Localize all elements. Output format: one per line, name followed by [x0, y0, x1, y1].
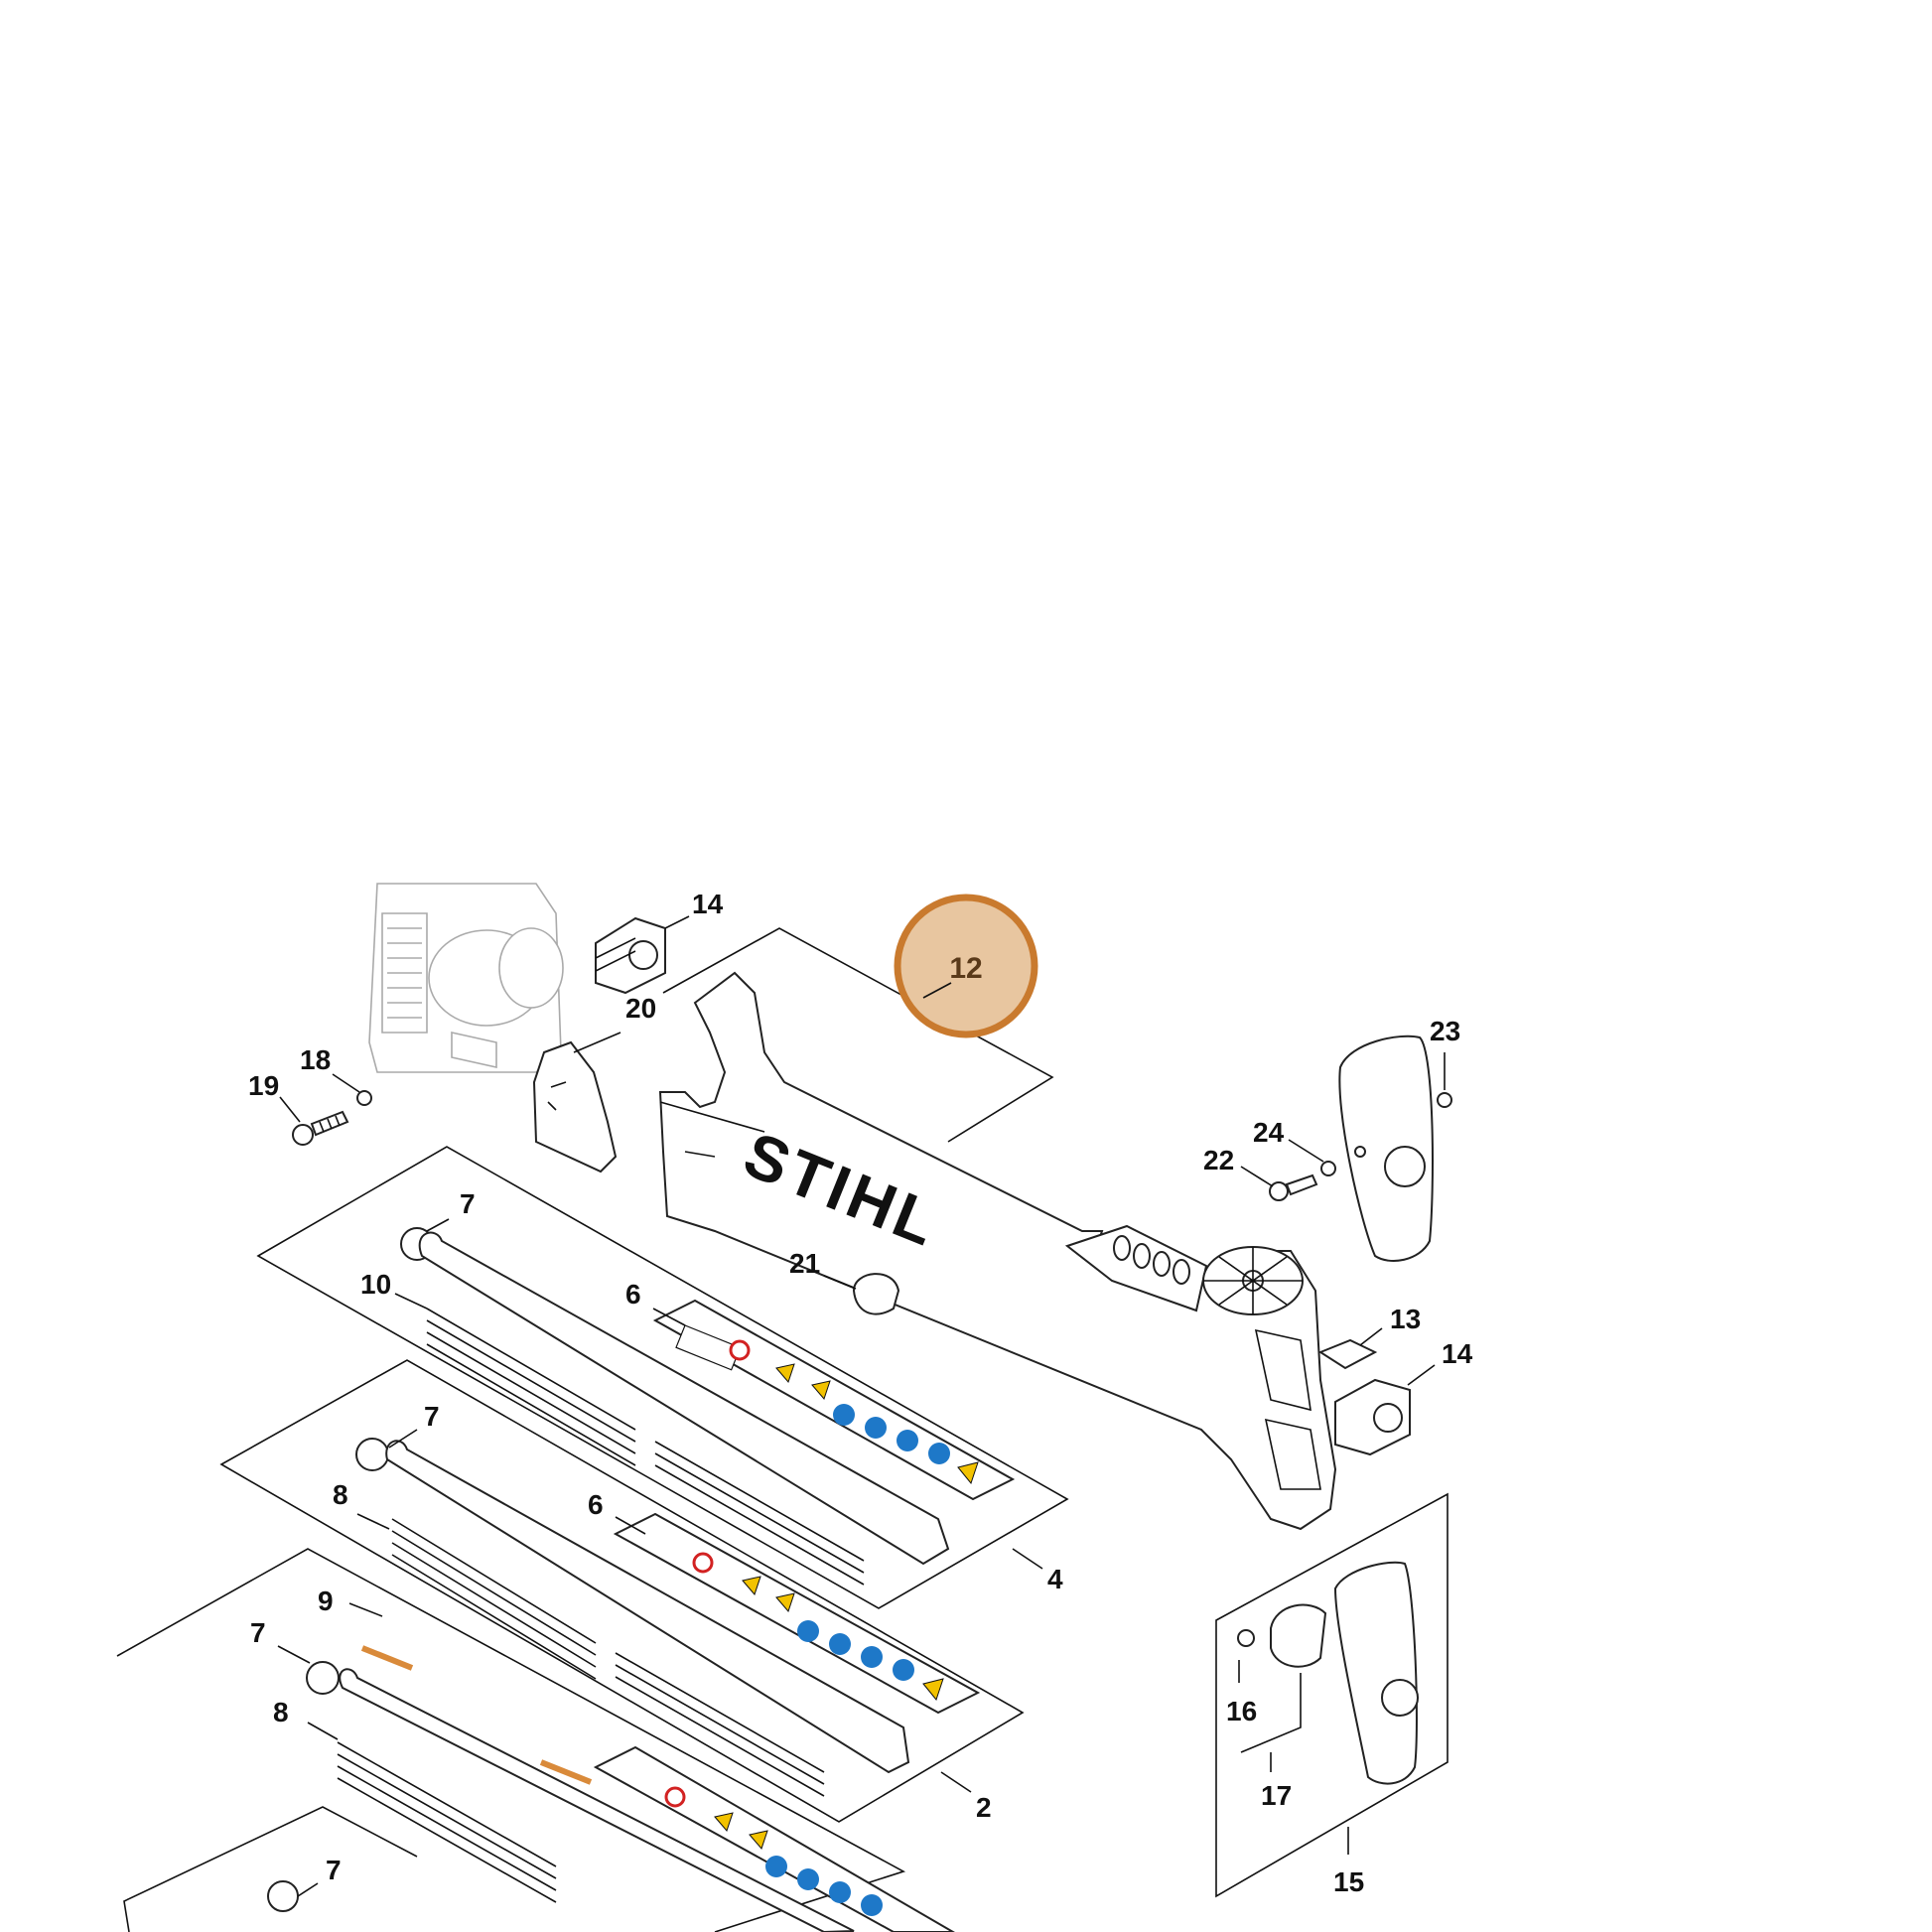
part-20-cover	[532, 1040, 618, 1173]
part-24-washer	[1320, 1161, 1336, 1176]
callout-label-7d[interactable]: 7	[326, 1855, 342, 1885]
callout-label-23[interactable]: 23	[1430, 1016, 1460, 1046]
callout-label-6a[interactable]: 6	[625, 1279, 641, 1310]
shaft-assembly-bottom	[123, 1806, 418, 1932]
callout-label-7b[interactable]: 7	[424, 1401, 440, 1432]
callout-label-13[interactable]: 13	[1390, 1304, 1421, 1334]
callout-label-10[interactable]: 10	[360, 1269, 391, 1300]
shaft-assembly-2	[219, 1359, 1025, 1823]
engine-housing	[368, 883, 564, 1073]
part-18-nut	[356, 1090, 372, 1106]
callout-label-21[interactable]: 21	[789, 1248, 820, 1279]
part-21-clip	[852, 1273, 900, 1315]
callout-label-15[interactable]: 15	[1333, 1866, 1364, 1897]
part-23-cover	[1338, 1035, 1434, 1262]
part-17-bracket	[1240, 1673, 1302, 1753]
callout-label-19[interactable]: 19	[248, 1070, 279, 1101]
callout-label-7a[interactable]: 7	[460, 1188, 476, 1219]
part-14-damper-top	[595, 916, 666, 995]
callout-label-2[interactable]: 2	[976, 1792, 992, 1823]
callout-12-highlight[interactable]: 12	[894, 894, 1038, 1038]
callout-label-14b[interactable]: 14	[1442, 1338, 1473, 1369]
callout-label-8a[interactable]: 8	[333, 1479, 348, 1510]
part-15-assembly	[1215, 1492, 1449, 1898]
callout-label-9[interactable]: 9	[318, 1586, 334, 1616]
callout-label-18[interactable]: 18	[300, 1044, 331, 1075]
callout-label-6b[interactable]: 6	[588, 1489, 604, 1520]
callout-label-4[interactable]: 4	[1047, 1564, 1063, 1594]
callout-label-7c[interactable]: 7	[250, 1617, 266, 1648]
part-13-plate	[1317, 1338, 1378, 1370]
callout-label-20[interactable]: 20	[625, 993, 656, 1024]
callout-label-8b[interactable]: 8	[273, 1697, 289, 1727]
shaft-assembly-3	[116, 1548, 955, 1932]
callout-labels: 14 20 18 19 23 24 22 7 10 21 6 13 14 7 8…	[248, 889, 1473, 1897]
part-19-screw	[292, 1110, 349, 1146]
part-22-screw	[1269, 1173, 1318, 1201]
callout-label-14[interactable]: 14	[692, 889, 724, 919]
shaft-assembly-4	[256, 1146, 1069, 1609]
callout-label-16[interactable]: 16	[1226, 1696, 1257, 1726]
leader-lines	[277, 915, 1446, 1897]
part-14-damper-right	[1334, 1378, 1411, 1456]
part-23-nut	[1437, 1092, 1452, 1108]
callout-12-label: 12	[949, 952, 982, 985]
callout-label-24[interactable]: 24	[1253, 1117, 1285, 1148]
callout-label-22[interactable]: 22	[1203, 1145, 1234, 1175]
callout-label-17[interactable]: 17	[1261, 1780, 1292, 1811]
